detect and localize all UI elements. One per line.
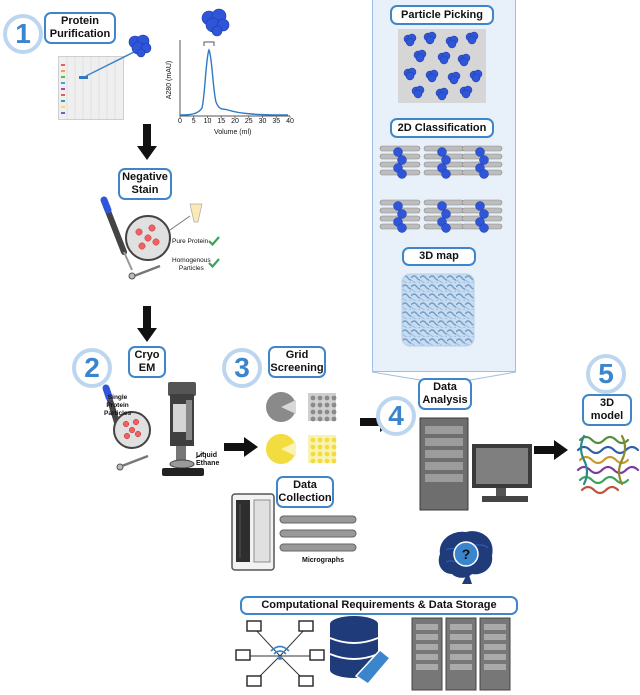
liquid-ethane-text: Liquid Ethane	[196, 452, 220, 467]
chromatogram-xtick: 35	[272, 118, 281, 125]
arrow-right-3	[534, 440, 568, 460]
3d-density-map	[401, 273, 475, 347]
microscope-icon	[231, 493, 275, 571]
chromatogram-xtick: 15	[217, 118, 226, 125]
step-2-number: 2	[72, 348, 112, 388]
particle	[413, 49, 427, 63]
chromatogram-xtick: 20	[231, 118, 239, 125]
cryo-em-label: Cryo EM	[128, 346, 166, 378]
protein-blob-gel	[128, 34, 152, 58]
pure-protein-check-icon	[208, 236, 220, 247]
step-5-number: 5	[586, 354, 626, 394]
particle	[445, 35, 459, 49]
sds-page-gel	[58, 56, 124, 120]
class-average	[423, 145, 465, 179]
step-1-number: 1	[3, 14, 43, 54]
arrow-down-2	[137, 306, 157, 342]
negative-stain-label: Negative Stain	[118, 168, 172, 200]
particle	[425, 69, 439, 83]
protein-blob-peak	[201, 8, 230, 37]
network-icon	[235, 620, 325, 687]
micrograph-bars	[279, 515, 357, 552]
single-protein-text: Single Protein Particles	[104, 394, 132, 417]
brain-question-icon: ?	[438, 531, 493, 584]
chromatogram-xtick: 5	[191, 118, 196, 125]
particle	[435, 87, 449, 101]
server-rack-icon	[411, 617, 511, 691]
particle	[403, 33, 417, 47]
particle	[403, 67, 417, 81]
grid-screening-yellow	[266, 434, 337, 464]
particle	[423, 31, 437, 45]
chromatogram-xtick: 30	[258, 118, 267, 125]
2d-classification-label: 2D Classification	[390, 118, 494, 138]
particle-picking-label: Particle Picking	[390, 5, 494, 25]
particle	[459, 85, 473, 99]
grid-screening-label: Grid Screening	[268, 346, 326, 378]
data-collection-label: Data Collection	[276, 476, 334, 508]
pipette-grid-cryo	[102, 384, 151, 471]
3d-model-label: 3D model	[582, 394, 632, 426]
chromatogram-xlabel: Volume (ml)	[214, 129, 252, 136]
chromatogram-xtick: 0	[178, 118, 182, 125]
arrow-right-1	[224, 437, 258, 457]
data-analysis-label: Data Analysis	[418, 378, 472, 410]
3d-map-label: 3D map	[402, 247, 476, 266]
chromatogram	[179, 40, 291, 118]
particle	[437, 51, 451, 65]
3d-model-structure	[576, 434, 640, 495]
workstation-icon	[419, 417, 532, 511]
pipette-grid-negative	[100, 196, 203, 280]
step-3-number: 3	[222, 348, 262, 388]
pure-protein-text: Pure Protein	[172, 238, 209, 245]
chromatogram-xtick: 10	[203, 118, 212, 125]
step-4-number: 4	[376, 396, 416, 436]
class-average	[379, 199, 421, 233]
database-icon	[329, 616, 392, 685]
class-average	[461, 145, 503, 179]
chromatogram-ylabel: A280 (mAU)	[166, 60, 173, 100]
plunge-freezer	[162, 382, 205, 476]
class-average	[379, 145, 421, 179]
computational-label: Computational Requirements & Data Storag…	[240, 596, 518, 615]
2d-class-averages	[379, 145, 503, 233]
particle	[447, 71, 461, 85]
chromatogram-xtick: 25	[244, 118, 253, 125]
protein-purification-label: Protein Purification	[44, 12, 116, 44]
class-average	[461, 199, 503, 233]
particle	[411, 85, 425, 99]
class-average	[423, 199, 465, 233]
grid-screening-gray	[266, 392, 337, 422]
micrographs-text: Micrographs	[302, 557, 345, 564]
svg-text:?: ?	[462, 546, 471, 562]
particle	[469, 69, 483, 83]
particle	[457, 53, 471, 67]
homogenous-particles-text: Homogenous Particles	[172, 257, 211, 272]
arrow-down-1	[137, 124, 157, 160]
homogenous-check-icon	[208, 258, 220, 269]
chromatogram-xtick: 40	[286, 118, 294, 125]
particle	[465, 31, 479, 45]
particle-picking-micrograph	[398, 29, 486, 103]
